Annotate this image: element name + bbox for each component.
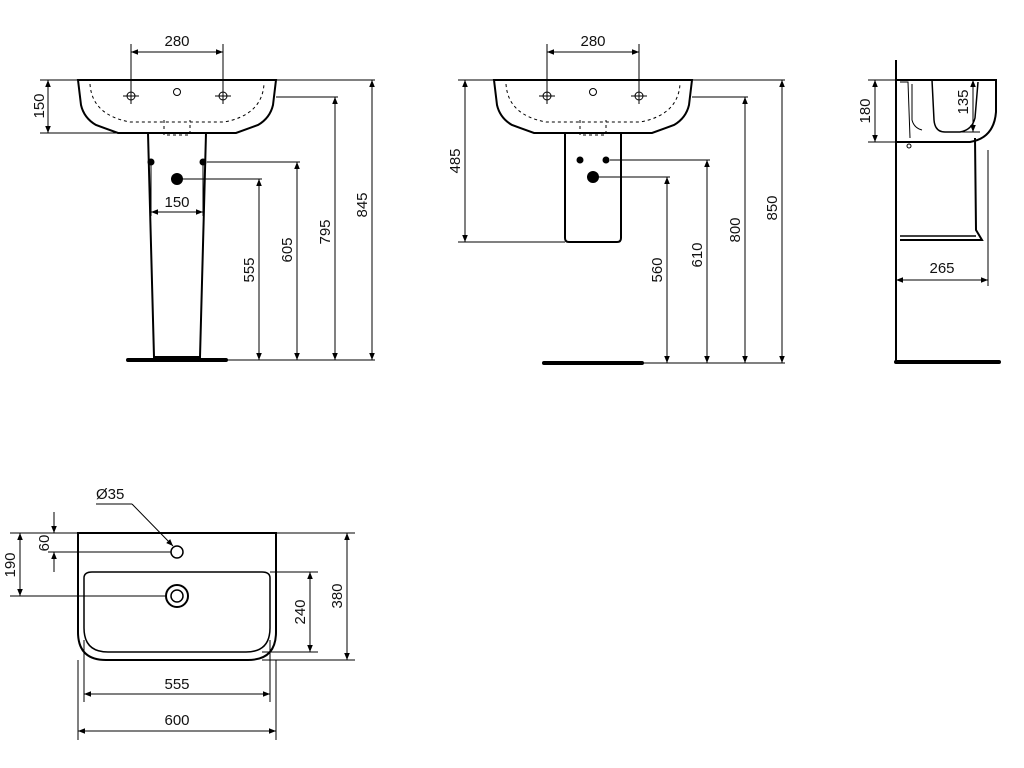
basin-outline bbox=[492, 79, 694, 134]
dim-tap-spacing: 280 bbox=[164, 33, 189, 50]
dim-tap-spacing: 280 bbox=[580, 33, 605, 50]
inner-rim bbox=[911, 84, 923, 131]
pedestal-side bbox=[900, 137, 984, 241]
dim-rim-height: 795 bbox=[317, 219, 334, 244]
dim-waste-height: 560 bbox=[649, 257, 666, 282]
dim-total-height: 845 bbox=[354, 192, 371, 217]
plan-view: Ø35 60 190 240 380 555 600 bbox=[2, 486, 355, 740]
pedestal-front-view: 280 150 150 555 605 795 845 bbox=[31, 33, 375, 362]
dim-overall-depth: 380 bbox=[329, 583, 346, 608]
center-hole bbox=[173, 88, 181, 96]
semi-pedestal-front-view: 280 485 560 610 800 850 bbox=[447, 33, 785, 365]
tap-hole-symbol bbox=[631, 88, 647, 104]
waste-outlet-inner bbox=[170, 589, 184, 603]
waste-outline-hidden bbox=[579, 120, 607, 136]
waste-outline-hidden bbox=[163, 120, 191, 136]
dim-overall-width: 600 bbox=[164, 712, 189, 729]
waste-pipe-dot bbox=[171, 173, 183, 185]
dim-waste-height: 555 bbox=[241, 257, 258, 282]
tap-hole-symbol bbox=[539, 88, 555, 104]
pedestal-column bbox=[147, 132, 207, 358]
dim-tap-hole-diameter: Ø35 bbox=[96, 486, 124, 503]
dim-pipe-spacing: 150 bbox=[164, 194, 189, 211]
dim-wall-offset: 265 bbox=[929, 260, 954, 277]
basin-top-outline bbox=[77, 532, 277, 661]
waste-pipe-dot bbox=[587, 171, 599, 183]
dim-bowl-depth: 135 bbox=[955, 89, 972, 114]
supply-pipe-dot bbox=[602, 156, 610, 164]
basin-outline bbox=[76, 79, 278, 134]
dim-semi-pedestal-drop: 485 bbox=[447, 148, 464, 173]
waste-outlet-outer bbox=[165, 584, 189, 608]
basin-profile bbox=[896, 79, 997, 143]
side-view: 180 135 265 bbox=[857, 60, 1001, 364]
dim-bowl-width: 555 bbox=[164, 676, 189, 693]
dim-basin-height: 150 bbox=[31, 93, 48, 118]
overflow-hole bbox=[906, 143, 912, 149]
center-hole bbox=[589, 88, 597, 96]
tap-hole-symbol bbox=[123, 88, 139, 104]
basin-bowl-hidden bbox=[505, 83, 681, 123]
dim-tap-hole-offset: 60 bbox=[36, 535, 53, 552]
dim-supply-height: 610 bbox=[689, 242, 706, 267]
dim-supply-height: 605 bbox=[279, 237, 296, 262]
tap-hole bbox=[170, 545, 184, 559]
dim-total-height: 850 bbox=[764, 195, 781, 220]
back-rim bbox=[900, 81, 911, 139]
dim-waste-offset: 190 bbox=[2, 552, 19, 577]
dim-basin-height: 180 bbox=[857, 98, 874, 123]
dim-bowl-depth: 240 bbox=[292, 599, 309, 624]
basin-bowl-hidden bbox=[89, 83, 265, 123]
bowl-outline bbox=[83, 571, 271, 653]
dim-rim-height: 800 bbox=[727, 217, 744, 242]
semi-pedestal bbox=[564, 133, 622, 243]
supply-pipe-dot bbox=[576, 156, 584, 164]
tap-hole-symbol bbox=[215, 88, 231, 104]
